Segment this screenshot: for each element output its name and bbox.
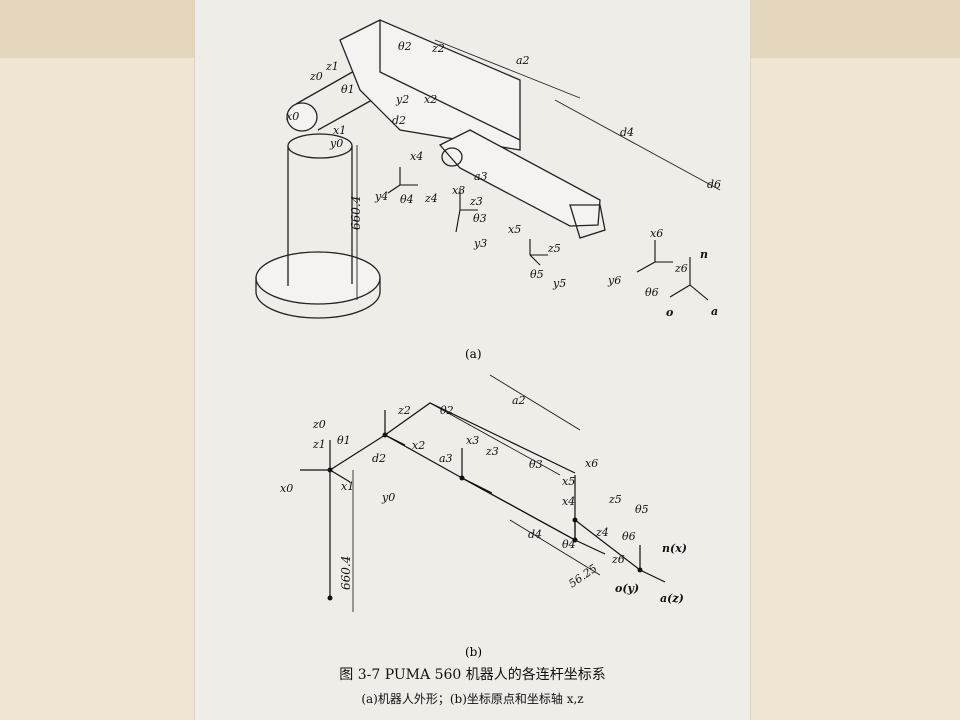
label-a-a: a (711, 305, 718, 318)
label-a-x2: x2 (424, 93, 437, 106)
label-b-z0: z0 (312, 418, 326, 431)
decorative-border-left (0, 0, 195, 58)
label-b-z3: z3 (485, 445, 499, 458)
label-a-y3: y3 (473, 237, 487, 250)
label-b-z6: z6 (611, 553, 625, 566)
panel-a-labels: z0 z1 x0 x1 y0 θ1 θ2 z2 x2 y2 a2 d2 d4 x… (286, 40, 721, 319)
label-b-a3: a3 (439, 452, 453, 465)
label-a-y6: y6 (607, 274, 621, 287)
dimension-a-660: 660.4 (349, 196, 363, 230)
label-a-theta3: θ3 (473, 212, 487, 225)
label-b-z2: z2 (397, 404, 411, 417)
skeleton-joints (327, 432, 643, 601)
figure-caption-subtitle: (a)机器人外形；(b)坐标原点和坐标轴 x,z (361, 692, 584, 706)
label-b-x0: x0 (280, 482, 293, 495)
label-b-o: o(y) (615, 582, 639, 595)
label-a-z5: z5 (547, 242, 561, 255)
label-b-d4: d4 (528, 528, 542, 541)
label-a-x1: x1 (333, 124, 346, 137)
label-b-theta6: θ6 (622, 530, 636, 543)
label-a-z4: z4 (424, 192, 438, 205)
figure-caption-title: 图 3-7 PUMA 560 机器人的各连杆坐标系 (339, 667, 606, 683)
label-b-x3: x3 (466, 434, 479, 447)
label-a-z0: z0 (309, 70, 323, 83)
label-a-d6: d6 (707, 178, 721, 191)
label-a-n: n (700, 248, 708, 261)
label-b-theta1: θ1 (337, 434, 351, 447)
label-a-d2: d2 (392, 114, 406, 127)
label-a-x6: x6 (650, 227, 663, 240)
label-a-theta6: θ6 (645, 286, 659, 299)
label-a-y4: y4 (374, 190, 388, 203)
panel-a-label: (a) (465, 347, 482, 361)
label-b-theta5: θ5 (635, 503, 649, 516)
label-a-y2: y2 (395, 93, 409, 106)
label-a-a3: a3 (474, 170, 488, 183)
label-b-a2: a2 (512, 394, 526, 407)
label-a-y5: y5 (552, 277, 566, 290)
label-b-x5: x5 (562, 475, 575, 488)
label-a-x3: x3 (452, 184, 465, 197)
label-b-theta2: θ2 (440, 404, 454, 417)
label-a-y0: y0 (329, 137, 343, 150)
robot-frame-axes (387, 167, 709, 301)
label-a-x5: x5 (508, 223, 521, 236)
decorative-left-panel (0, 0, 195, 720)
label-b-x4: x4 (562, 495, 575, 508)
dimension-b-660: 660.4 (339, 556, 353, 590)
label-b-z4: z4 (595, 526, 609, 539)
label-a-theta4: θ4 (400, 193, 414, 206)
label-b-x1: x1 (341, 480, 354, 493)
label-b-n: n(x) (662, 542, 687, 555)
label-a-theta2: θ2 (398, 40, 412, 53)
label-a-d4: d4 (620, 126, 634, 139)
label-a-z3: z3 (469, 195, 483, 208)
label-b-x6: x6 (585, 457, 598, 470)
decorative-right-panel (750, 0, 960, 720)
label-b-z5: z5 (608, 493, 622, 506)
label-a-z1: z1 (325, 60, 339, 73)
label-a-x0: x0 (286, 110, 299, 123)
label-a-x4: x4 (410, 150, 423, 163)
label-a-theta5: θ5 (530, 268, 544, 281)
label-b-theta4: θ4 (562, 538, 576, 551)
label-b-theta3: θ3 (529, 458, 543, 471)
panel-b-labels: z0 z1 θ1 x0 x1 y0 z2 θ2 x2 d2 a2 x3 a3 z… (280, 394, 687, 605)
label-a-o: o (666, 306, 673, 319)
dimension-b-5625: 56.25 (566, 562, 599, 591)
label-a-z6: z6 (674, 262, 688, 275)
label-a-z2: z2 (431, 42, 445, 55)
label-b-d2: d2 (372, 452, 386, 465)
robot-drawing (255, 19, 721, 319)
label-a-a2: a2 (516, 54, 530, 67)
label-b-x2: x2 (412, 439, 425, 452)
label-a-theta1: θ1 (341, 83, 355, 96)
label-b-a: a(z) (660, 592, 684, 605)
label-b-z1: z1 (312, 438, 326, 451)
panel-b-label: (b) (465, 645, 483, 659)
decorative-border-right (750, 0, 960, 58)
label-b-y0: y0 (381, 491, 395, 504)
